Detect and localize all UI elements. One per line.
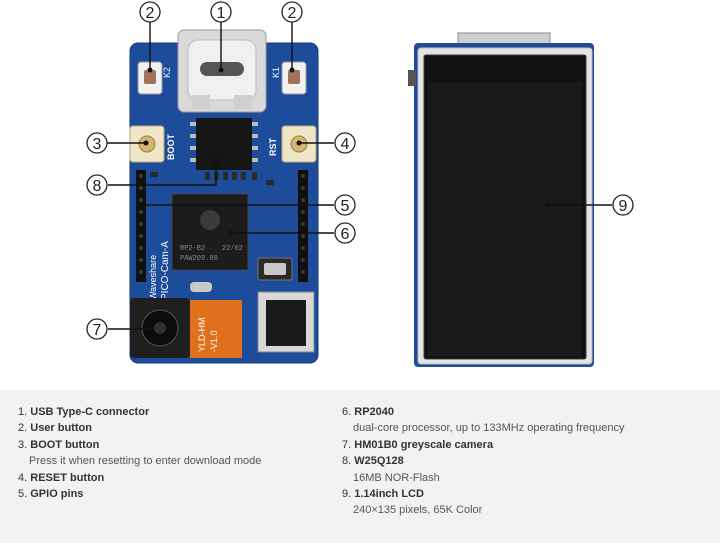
item-name: W25Q128 xyxy=(354,455,404,468)
item-name: USB Type-C connector xyxy=(30,406,150,418)
callout-6: 6 xyxy=(334,222,356,244)
rst-label: RST xyxy=(268,137,278,156)
cam-line1: YLD-HM xyxy=(197,317,207,352)
callout-1: 1 xyxy=(210,1,232,23)
legend-item: 9. 1.14inch LCD 240×135 pixels, 65K Colo… xyxy=(342,486,712,519)
item-number: 6. xyxy=(342,406,352,418)
legend-item: 1. USB Type-C connector xyxy=(18,404,318,420)
k1-label: K1 xyxy=(271,67,281,78)
callout-5: 5 xyxy=(334,194,356,216)
legend-item: 5. GPIO pins xyxy=(18,486,318,502)
crystal xyxy=(257,257,293,281)
flash-chip xyxy=(190,118,258,170)
lcd-board xyxy=(408,32,594,367)
callout-2-left: 2 xyxy=(139,1,161,23)
camera-module xyxy=(130,298,190,358)
item-number: 4. xyxy=(18,471,28,484)
callout-number: 2 xyxy=(288,5,297,22)
item-number: 2. xyxy=(18,422,28,435)
lcd-screen xyxy=(428,82,582,356)
legend-panel: 1. USB Type-C connector 2. User button 3… xyxy=(0,390,720,543)
chip-line2: 22/02 xyxy=(222,245,243,253)
front-board: K2 K1 BOOT RST xyxy=(129,29,319,364)
user-button-k1: K1 xyxy=(271,61,307,95)
callout-number: 4 xyxy=(341,136,350,153)
item-name: User button xyxy=(30,422,92,435)
chip-line1: RP2-B2 xyxy=(180,245,205,253)
callout-8: 8 xyxy=(86,174,108,196)
callout-2-right: 2 xyxy=(281,1,303,23)
board-illustration: K2 K1 BOOT RST xyxy=(86,1,634,367)
legend-item: 6. RP2040 dual-core processor, up to 133… xyxy=(342,404,712,437)
brand-label: PICO-Cam-A xyxy=(160,241,171,300)
cam-line2: -V1.0 xyxy=(209,330,219,352)
k2-label: K2 xyxy=(162,67,172,78)
item-description: 16MB NOR-Flash xyxy=(353,471,440,484)
callout-number: 5 xyxy=(341,198,350,215)
item-description: Press it when resetting to enter downloa… xyxy=(29,455,262,468)
callout-4: 4 xyxy=(334,132,356,154)
item-name: HM01B0 greyscale camera xyxy=(354,438,494,451)
callout-number: 1 xyxy=(217,5,226,22)
callout-number: 3 xyxy=(93,136,102,153)
callout-7: 7 xyxy=(86,318,108,340)
callout-number: 8 xyxy=(93,178,102,195)
item-number: 5. xyxy=(18,488,28,501)
leader-lines xyxy=(107,22,612,330)
callout-9: 9 xyxy=(612,194,634,216)
item-number: 3. xyxy=(18,438,28,451)
item-number: 7. xyxy=(342,438,352,451)
item-name: 1.14inch LCD xyxy=(354,488,424,501)
item-number: 9. xyxy=(342,488,352,501)
callout-number: 2 xyxy=(146,5,155,22)
item-name: RP2040 xyxy=(354,406,395,418)
legend-item: 4. RESET button xyxy=(18,470,318,486)
item-name: GPIO pins xyxy=(30,488,84,501)
chip-line3: PAW209.00 xyxy=(180,255,218,263)
item-name: RESET button xyxy=(30,471,105,484)
callout-number: 7 xyxy=(93,322,102,339)
fpc-connector xyxy=(257,291,315,353)
item-number: 1. xyxy=(18,406,28,418)
legend-item: 7. HM01B0 greyscale camera xyxy=(342,437,712,453)
item-number: 8. xyxy=(342,455,352,468)
inductor xyxy=(190,282,212,292)
callout-number: 9 xyxy=(619,198,628,215)
legend-item: 8. W25Q128 16MB NOR-Flash xyxy=(342,453,712,486)
callout-number: 6 xyxy=(341,226,350,243)
leader-dots xyxy=(138,67,551,332)
product-diagram: K2 K1 BOOT RST xyxy=(86,1,634,367)
item-description: dual-core processor, up to 133MHz operat… xyxy=(353,422,625,435)
item-name: BOOT button xyxy=(30,438,100,451)
camera-flex-cable: YLD-HM -V1.0 xyxy=(190,300,242,358)
maker-label: Waveshare xyxy=(148,255,158,300)
legend-item: 3. BOOT button Press it when resetting t… xyxy=(18,437,318,470)
legend-column-right: 6. RP2040 dual-core processor, up to 133… xyxy=(342,404,712,519)
boot-label: BOOT xyxy=(166,133,176,160)
rp2040-chip: RP2-B2 22/02 PAW209.00 xyxy=(171,193,249,271)
legend-column-left: 1. USB Type-C connector 2. User button 3… xyxy=(18,404,318,502)
legend-item: 2. User button xyxy=(18,420,318,436)
item-description: 240×135 pixels, 65K Color xyxy=(353,504,483,517)
callout-3: 3 xyxy=(86,132,108,154)
